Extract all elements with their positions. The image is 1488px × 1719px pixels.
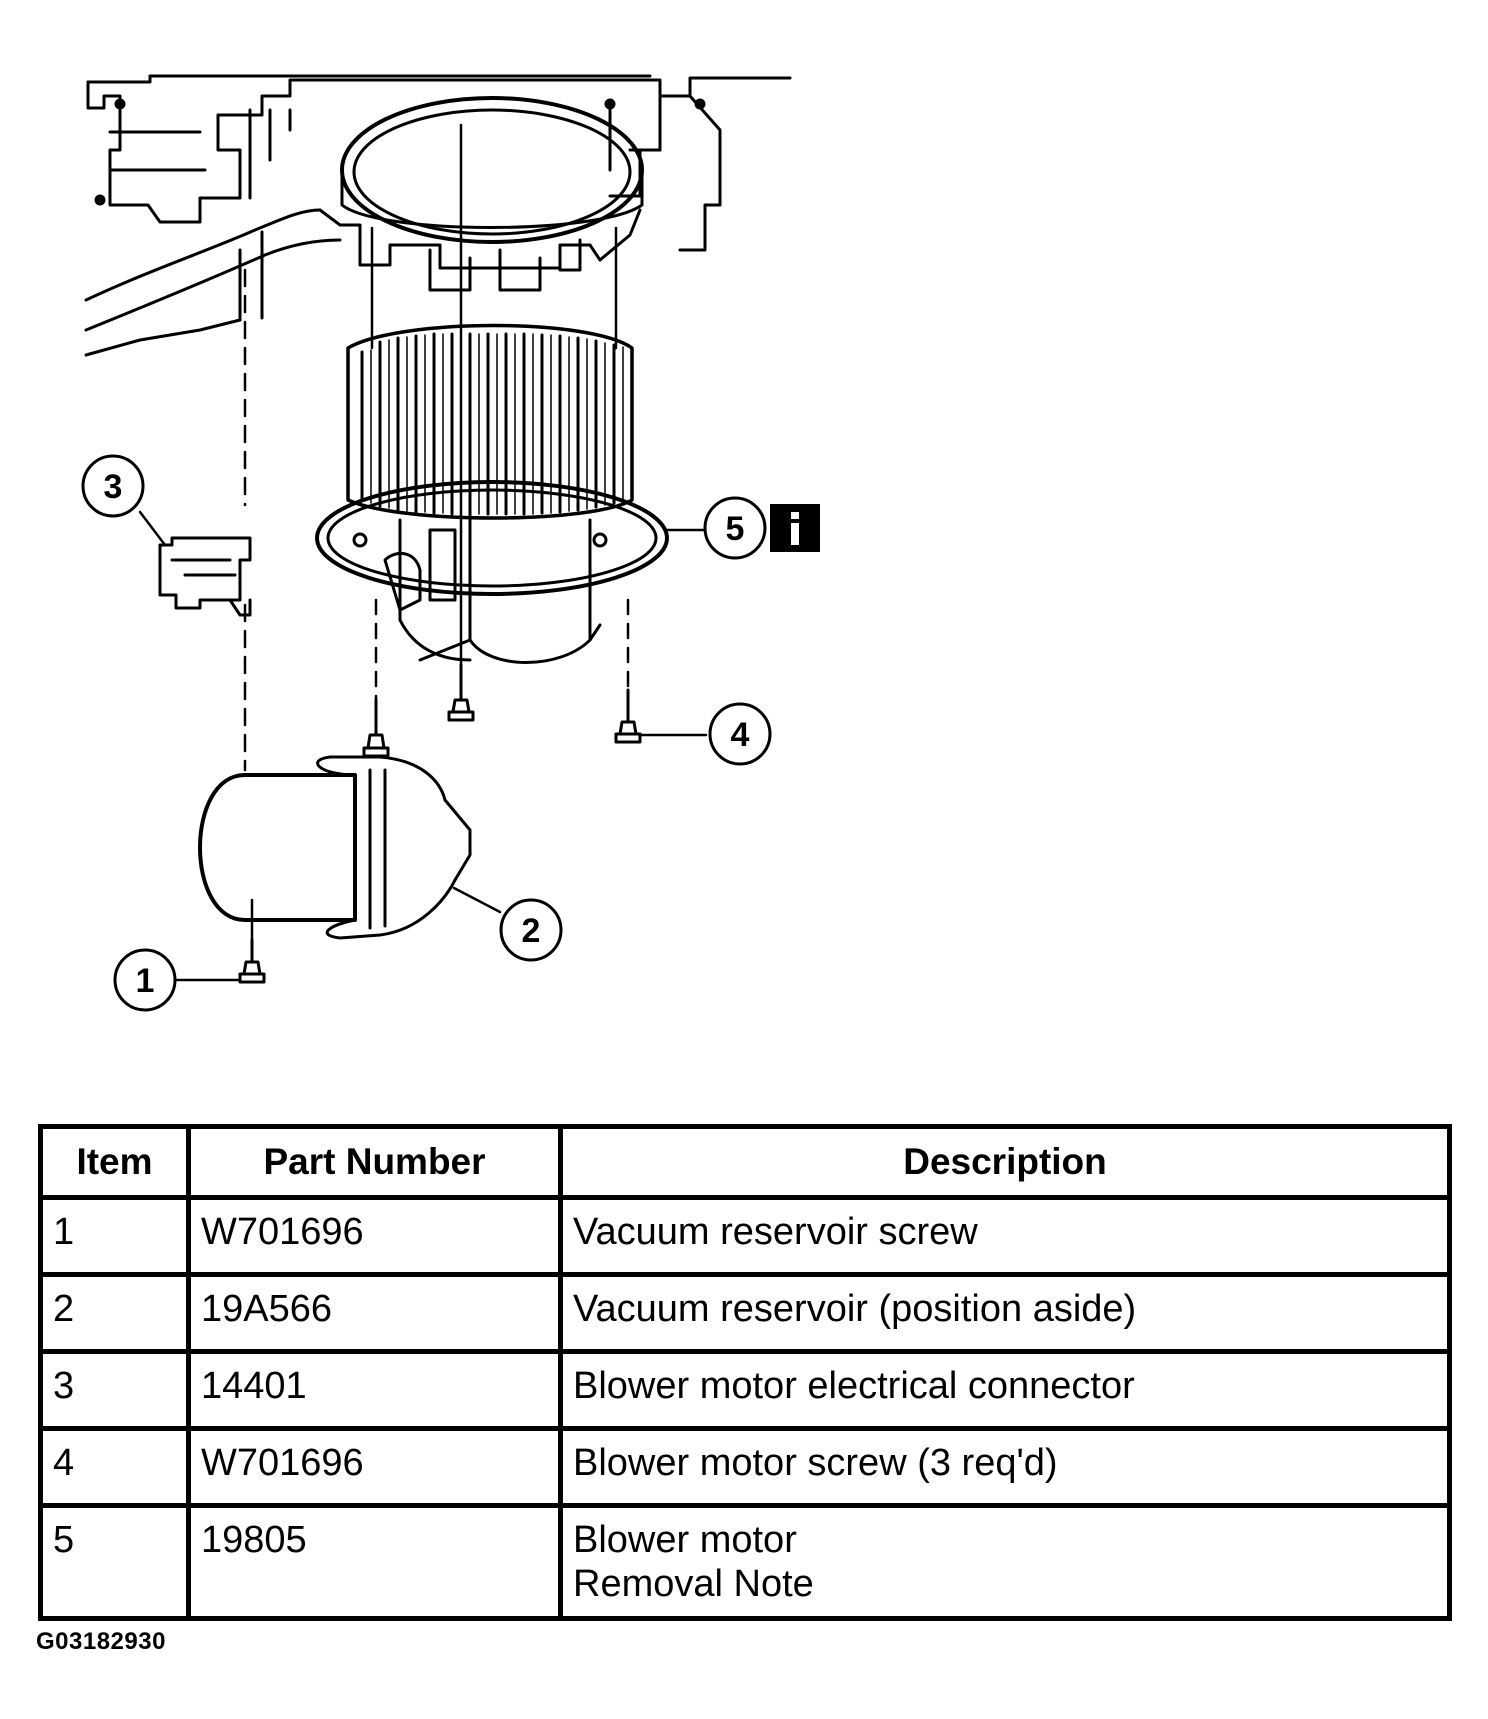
table-row: 5 19805 Blower motor Removal Note bbox=[38, 1503, 1452, 1621]
description-cell: Vacuum reservoir (position aside) bbox=[558, 1272, 1452, 1354]
item-cell: 1 bbox=[38, 1195, 191, 1277]
info-i-icon bbox=[770, 504, 820, 552]
figure-code: G03182930 bbox=[36, 1628, 166, 1655]
header-part-number: Part Number bbox=[186, 1124, 563, 1200]
header-item: Item bbox=[38, 1124, 191, 1200]
item-cell: 2 bbox=[38, 1272, 191, 1354]
callout-4: 4 bbox=[708, 702, 772, 766]
part-number-cell: 19A566 bbox=[186, 1272, 563, 1354]
callout-1-number: 1 bbox=[136, 962, 155, 1000]
description-cell: Vacuum reservoir screw bbox=[558, 1195, 1452, 1277]
table-row: 1 W701696 Vacuum reservoir screw bbox=[38, 1195, 1452, 1277]
description-cell: Blower motor electrical connector bbox=[558, 1349, 1452, 1431]
blower-motor-diagram: 3 5 4 2 1 bbox=[81, 74, 820, 1012]
item-cell: 5 bbox=[38, 1503, 191, 1621]
part-number-cell: W701696 bbox=[186, 1426, 563, 1508]
description-cell: Blower motor screw (3 req'd) bbox=[558, 1426, 1452, 1508]
parts-table: Item Part Number Description 1 W701696 V… bbox=[38, 1124, 1452, 1621]
electrical-connector bbox=[158, 536, 252, 617]
table-row: 4 W701696 Blower motor screw (3 req'd) bbox=[38, 1426, 1452, 1508]
blower-motor-body bbox=[315, 480, 669, 664]
callout-5-number: 5 bbox=[726, 510, 745, 548]
callout-5: 5 bbox=[703, 496, 767, 560]
item-cell: 3 bbox=[38, 1349, 191, 1431]
callout-4-number: 4 bbox=[731, 716, 750, 754]
vacuum-reservoir bbox=[198, 755, 472, 940]
leader-lines bbox=[138, 510, 708, 982]
blower-opening-ring bbox=[340, 96, 644, 244]
table-row: 3 14401 Blower motor electrical connecto… bbox=[38, 1349, 1452, 1431]
item-cell: 4 bbox=[38, 1426, 191, 1508]
part-number-cell: W701696 bbox=[186, 1195, 563, 1277]
callout-1: 1 bbox=[113, 948, 177, 1012]
description-cell: Blower motor Removal Note bbox=[558, 1503, 1452, 1621]
callout-2: 2 bbox=[499, 898, 563, 962]
callout-3-number: 3 bbox=[104, 468, 123, 506]
alignment-lines bbox=[243, 123, 630, 942]
removal-note-link[interactable]: Removal Note bbox=[573, 1563, 814, 1605]
header-description: Description bbox=[558, 1124, 1452, 1200]
callout-2-number: 2 bbox=[522, 912, 541, 950]
blower-screws bbox=[238, 663, 642, 984]
table-row: 2 19A566 Vacuum reservoir (position asid… bbox=[38, 1272, 1452, 1354]
table-header-row: Item Part Number Description bbox=[38, 1124, 1452, 1200]
callout-3: 3 bbox=[81, 454, 145, 518]
hvac-housing bbox=[84, 74, 792, 357]
part-number-cell: 19805 bbox=[186, 1503, 563, 1621]
description-line: Blower motor bbox=[573, 1519, 797, 1561]
part-number-cell: 14401 bbox=[186, 1349, 563, 1431]
blower-wheel bbox=[346, 323, 634, 520]
